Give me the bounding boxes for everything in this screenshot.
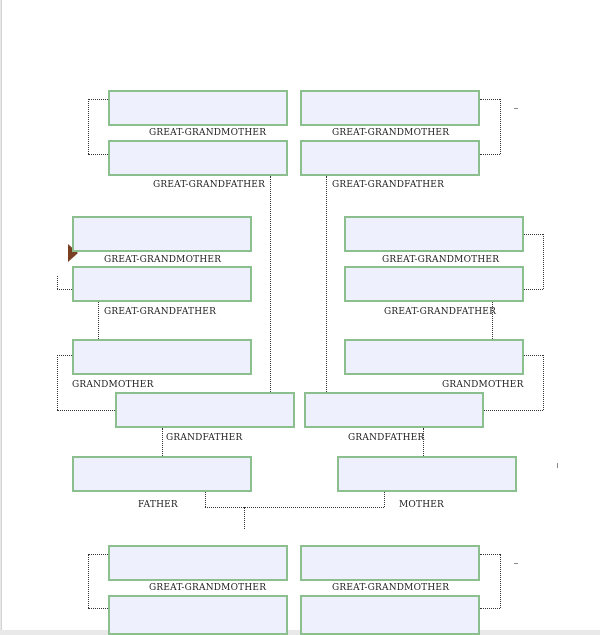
connector-line bbox=[244, 507, 245, 529]
connector-line bbox=[205, 507, 384, 508]
grandfather-label: GRANDFATHER bbox=[348, 433, 425, 443]
great-grandmother-label: GREAT-GRANDMOTHER bbox=[149, 583, 267, 593]
connector-line bbox=[492, 302, 493, 339]
mother-label: MOTHER bbox=[399, 500, 444, 510]
connector-line bbox=[270, 176, 271, 392]
great-grandfather-box-bottom-right[interactable] bbox=[300, 595, 480, 635]
connector-line bbox=[326, 176, 327, 392]
connector-line bbox=[524, 289, 543, 290]
great-grandmother-label: GREAT-GRANDMOTHER bbox=[332, 128, 450, 138]
great-grandfather-label: GREAT-GRANDFATHER bbox=[332, 180, 445, 190]
great-grandmother-label: GREAT-GRANDMOTHER bbox=[149, 128, 267, 138]
great-grandmother-label: GREAT-GRANDMOTHER bbox=[382, 255, 500, 265]
speck-mark bbox=[514, 563, 518, 564]
great-grandfather-box-left[interactable] bbox=[72, 266, 252, 302]
great-grandmother-label: GREAT-GRANDMOTHER bbox=[104, 255, 222, 265]
great-grandmother-box-top-right[interactable] bbox=[300, 90, 480, 126]
connector-line bbox=[480, 99, 500, 100]
connector-line bbox=[480, 154, 500, 155]
connector-line bbox=[484, 410, 543, 411]
grandmother-label: GRANDMOTHER bbox=[72, 380, 154, 390]
connector-line bbox=[57, 410, 115, 411]
grandmother-box-left[interactable] bbox=[72, 339, 252, 375]
grandmother-box-right[interactable] bbox=[344, 339, 524, 375]
father-box[interactable] bbox=[72, 456, 252, 492]
connector-line bbox=[88, 99, 108, 100]
great-grandmother-box-bottom-left[interactable] bbox=[108, 545, 288, 581]
connector-line bbox=[57, 276, 58, 289]
great-grandfather-box-top-right[interactable] bbox=[300, 140, 480, 176]
great-grandfather-box-bottom-left[interactable] bbox=[108, 595, 288, 635]
great-grandmother-box-bottom-right[interactable] bbox=[300, 545, 480, 581]
great-grandfather-label: GREAT-GRANDFATHER bbox=[384, 307, 497, 317]
connector-line bbox=[88, 99, 89, 154]
connector-line bbox=[57, 289, 72, 290]
great-grandmother-box-top-left[interactable] bbox=[108, 90, 288, 126]
great-grandfather-label: GREAT-GRANDFATHER bbox=[104, 307, 217, 317]
connector-line bbox=[500, 99, 501, 154]
great-grandfather-box-top-left[interactable] bbox=[108, 140, 288, 176]
connector-line bbox=[480, 608, 500, 609]
connector-line bbox=[543, 234, 544, 289]
connector-line bbox=[205, 492, 206, 507]
connector-line bbox=[384, 492, 385, 507]
connector-line bbox=[98, 302, 99, 339]
speck-mark bbox=[514, 108, 518, 109]
connector-line bbox=[524, 355, 543, 356]
great-grandmother-box-left[interactable] bbox=[72, 216, 252, 252]
great-grandfather-label: GREAT-GRANDFATHER bbox=[153, 180, 266, 190]
connector-line bbox=[88, 608, 108, 609]
great-grandmother-box-right[interactable] bbox=[344, 216, 524, 252]
connector-line bbox=[88, 554, 89, 608]
connector-line bbox=[480, 554, 500, 555]
connector-line bbox=[57, 355, 58, 410]
grandfather-label: GRANDFATHER bbox=[166, 433, 243, 443]
grandfather-box-left[interactable] bbox=[115, 392, 295, 428]
grandfather-box-right[interactable] bbox=[304, 392, 484, 428]
connector-line bbox=[524, 234, 543, 235]
father-label: FATHER bbox=[138, 500, 178, 510]
connector-line bbox=[57, 355, 72, 356]
connector-line bbox=[500, 554, 501, 608]
great-grandmother-label: GREAT-GRANDMOTHER bbox=[332, 583, 450, 593]
great-grandfather-box-right[interactable] bbox=[344, 266, 524, 302]
connector-line bbox=[543, 355, 544, 410]
connector-line bbox=[162, 428, 163, 456]
connector-line bbox=[88, 154, 108, 155]
grandmother-label: GRANDMOTHER bbox=[442, 380, 524, 390]
connector-line bbox=[88, 554, 108, 555]
mother-box[interactable] bbox=[337, 456, 517, 492]
ribbon-decoration bbox=[68, 244, 78, 262]
connector-line bbox=[423, 428, 424, 456]
speck-mark bbox=[557, 463, 558, 468]
